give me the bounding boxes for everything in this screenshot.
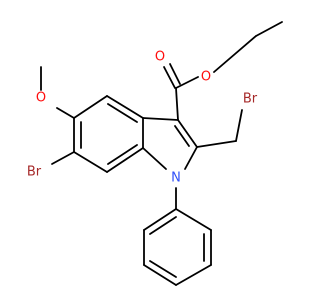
bond-carbonyl-c3 xyxy=(175,87,179,121)
bond-c6-br xyxy=(51,151,75,165)
bond-ph-4-5 xyxy=(143,264,177,286)
bond-c6-c7 xyxy=(73,151,108,173)
bond-ph-6-1-inner xyxy=(149,216,177,235)
bond-c7-c7a-inner xyxy=(107,144,138,165)
structure-drawing: O O O Br Br N xyxy=(27,21,283,286)
atom-n-ring: N xyxy=(171,171,181,186)
molecule-canvas: O O O Br Br N xyxy=(26,21,283,286)
bond-ph-3-4 xyxy=(175,264,212,286)
bond-c2-ch2 xyxy=(196,140,237,148)
atom-o-methoxy: O xyxy=(36,91,46,106)
bond-carbonyl-double-a xyxy=(163,66,176,89)
bond-c7-c7a xyxy=(106,147,144,173)
bond-n1-c7a xyxy=(142,147,167,170)
bond-c3-c2-inner xyxy=(174,125,190,147)
bond-carbonyl-double-b xyxy=(169,63,181,85)
bond-ph-4-5-inner xyxy=(149,260,177,278)
bond-ethyl-ch2-o xyxy=(213,35,257,73)
atom-br-benzylic: Br xyxy=(243,92,258,107)
bond-ethyl-ch3-ch2 xyxy=(255,21,283,37)
atom-o-ester: O xyxy=(201,70,211,85)
bond-c3a-c4 xyxy=(106,95,144,119)
bond-ch2-br xyxy=(235,109,243,142)
bond-c5-o xyxy=(56,107,75,119)
bond-ph-1-2 xyxy=(175,208,212,231)
bond-c3-c2 xyxy=(177,119,198,148)
bond-c3-c3a xyxy=(142,117,179,121)
bond-c4-c5 xyxy=(73,95,108,119)
atom-o-carbonyl: O xyxy=(155,50,165,65)
bond-c3a-c4-inner xyxy=(107,103,138,123)
bond-c2-n1 xyxy=(184,146,198,170)
bond-ph-6-1 xyxy=(143,208,177,231)
atom-br-aryl: Br xyxy=(27,165,42,180)
bond-o-carbonylc xyxy=(175,76,199,89)
